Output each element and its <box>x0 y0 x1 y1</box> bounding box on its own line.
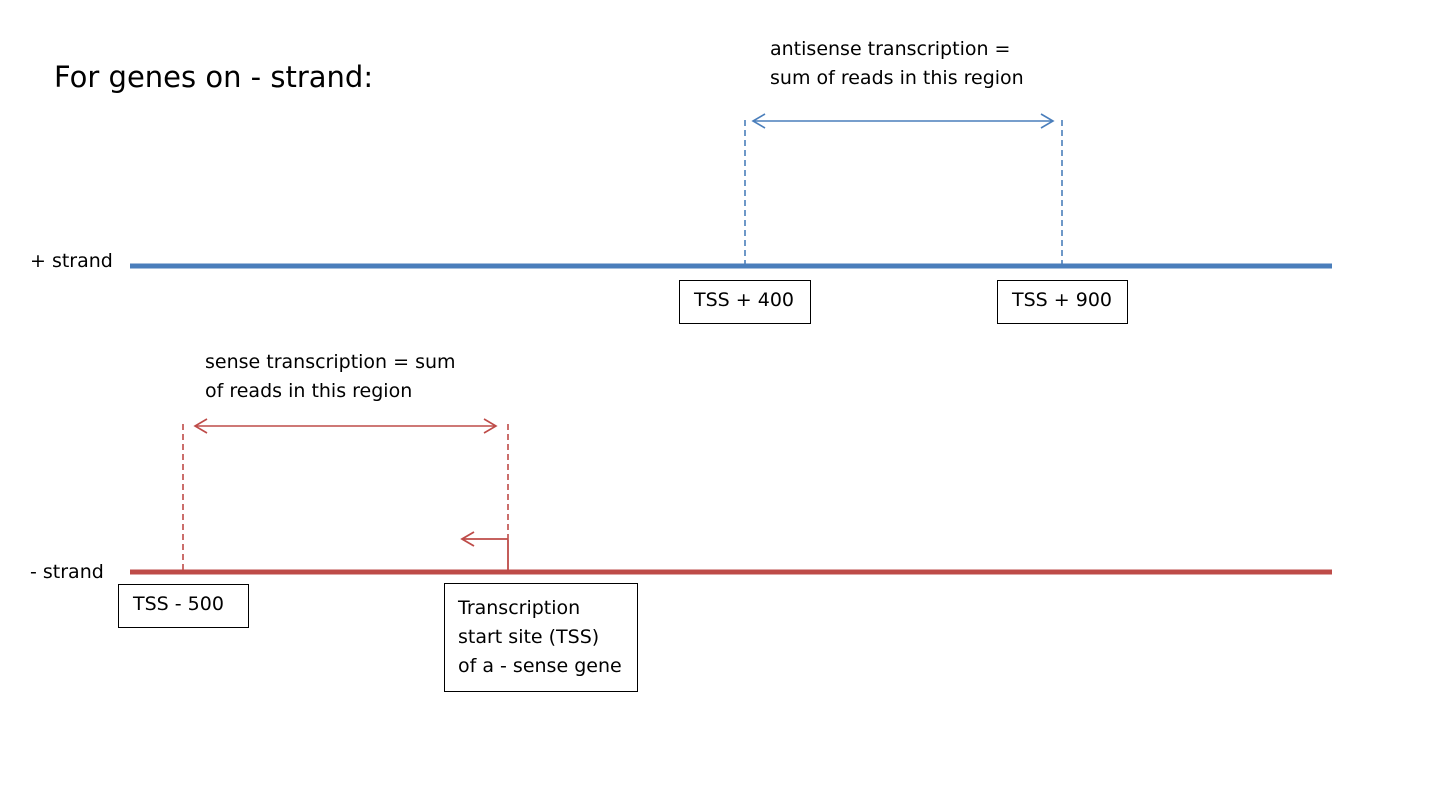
tss-plus-900-box: TSS + 900 <box>997 280 1128 324</box>
antisense-annotation: antisense transcription = sum of reads i… <box>770 35 1024 93</box>
tss-description-box: Transcription start site (TSS) of a - se… <box>444 583 638 692</box>
sense-region-double-arrow <box>193 418 498 434</box>
antisense-annotation-line: antisense transcription = <box>770 38 1011 60</box>
sense-annotation-line: sense transcription = sum <box>205 351 456 373</box>
antisense-annotation-line: sum of reads in this region <box>770 67 1024 89</box>
tss-description-line: Transcription <box>458 597 581 619</box>
page-title: For genes on - strand: <box>54 60 374 94</box>
tss-minus-500-box: TSS - 500 <box>118 584 249 628</box>
tss-plus-900-label: TSS + 900 <box>1012 289 1112 311</box>
sense-annotation: sense transcription = sum of reads in th… <box>205 348 456 406</box>
tss-minus-500-label: TSS - 500 <box>133 593 224 615</box>
tss-description-line: of a - sense gene <box>458 655 622 677</box>
tss-plus-400-label: TSS + 400 <box>694 289 794 311</box>
tss-description-line: start site (TSS) <box>458 626 600 648</box>
plus-strand-label: + strand <box>30 250 113 272</box>
sense-annotation-line: of reads in this region <box>205 380 413 402</box>
antisense-region-double-arrow <box>751 113 1055 129</box>
tss-direction-arrow-icon <box>460 531 509 572</box>
minus-strand-label: - strand <box>30 561 104 583</box>
tss-plus-400-box: TSS + 400 <box>679 280 811 324</box>
